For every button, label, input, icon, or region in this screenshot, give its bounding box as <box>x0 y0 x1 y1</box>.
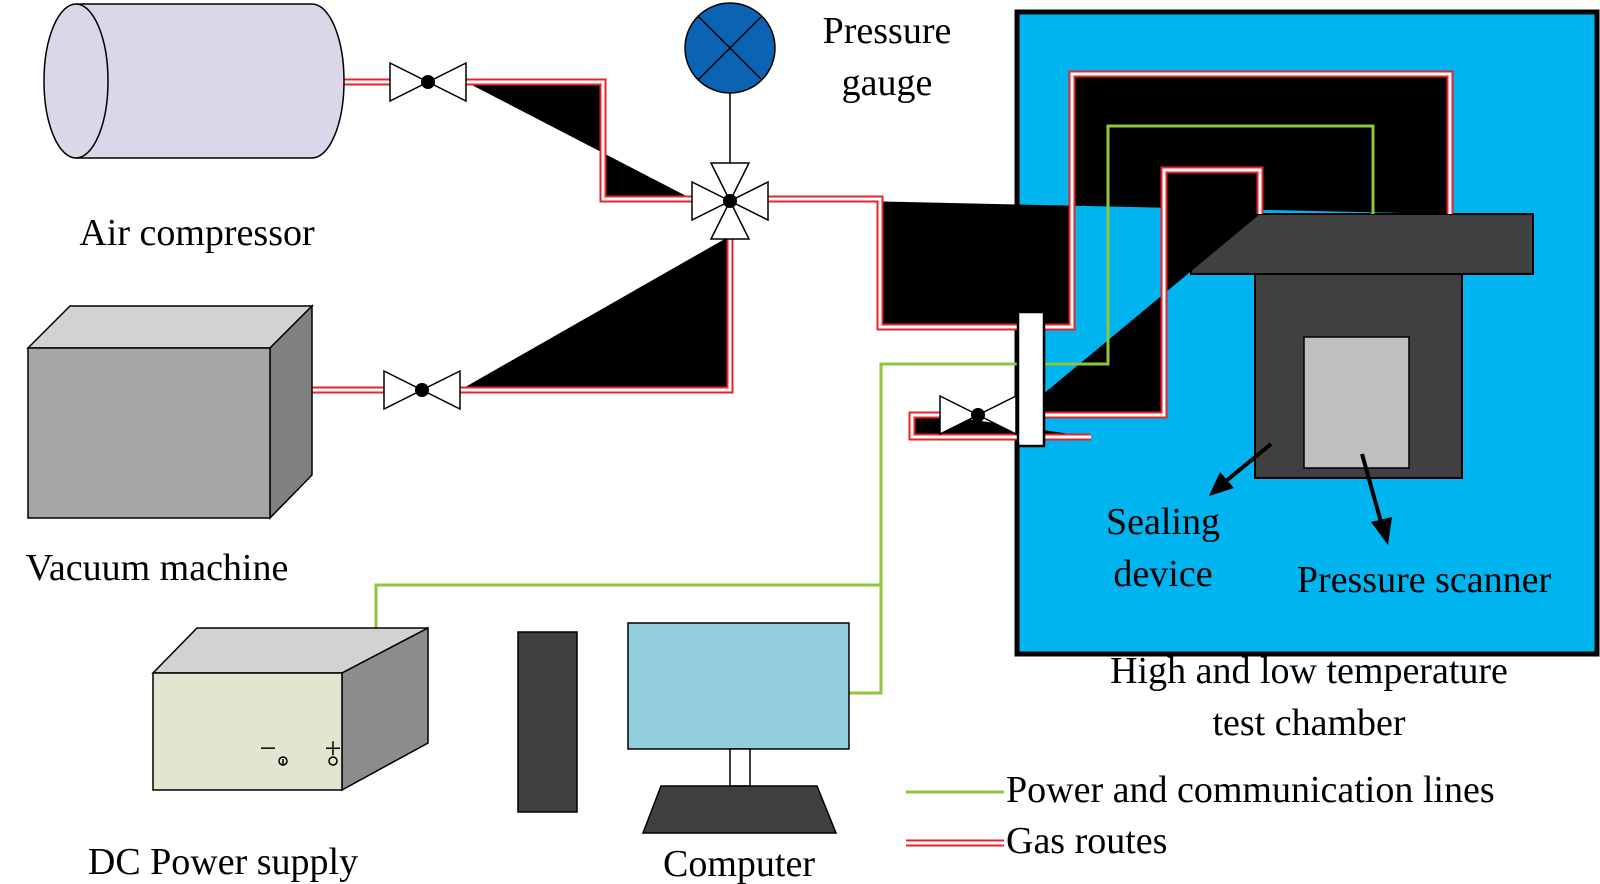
computer-label: Computer <box>663 843 815 884</box>
wall-feedthrough <box>1016 310 1046 448</box>
arrows <box>1209 442 1392 545</box>
computer-monitor <box>627 622 850 750</box>
dc-power-supply <box>151 626 429 792</box>
computer <box>517 622 850 834</box>
sealing-device-label-line2: device <box>1113 553 1212 595</box>
pressure-scanner <box>1303 336 1410 469</box>
dc-minus-terminal: − <box>260 732 277 765</box>
pressure-scanner-label: Pressure scanner <box>1297 559 1552 601</box>
chamber-label-line2: test chamber <box>1212 702 1405 744</box>
sealing-device-label-line1: Sealing <box>1106 501 1220 543</box>
dc-power-supply-label: DC Power supply <box>88 841 358 883</box>
legend: Power and communication lines Gas routes <box>906 769 1495 862</box>
air-compressor <box>43 3 345 159</box>
monitor-neck <box>729 748 751 787</box>
computer-tower <box>517 631 578 813</box>
four-way-valve <box>691 162 769 240</box>
valve-compressor <box>389 61 467 103</box>
monitor-stand <box>641 785 838 834</box>
dc-plus-terminal: + <box>325 732 342 765</box>
pressure-gauge <box>684 2 776 94</box>
air-compressor-label: Air compressor <box>79 212 315 254</box>
chamber-label-line1: High and low temperature <box>1110 650 1508 692</box>
pressure-gauge-label-line2: gauge <box>842 62 933 104</box>
valve-vacuum <box>383 369 461 411</box>
vacuum-machine <box>26 304 314 520</box>
vacuum-machine-label: Vacuum machine <box>26 547 289 589</box>
pressure-gauge-label-line1: Pressure <box>823 10 952 52</box>
legend-gas-label: Gas routes <box>1006 820 1167 862</box>
valve-chamber-outlet <box>939 394 1017 436</box>
legend-power-label: Power and communication lines <box>1006 769 1495 811</box>
